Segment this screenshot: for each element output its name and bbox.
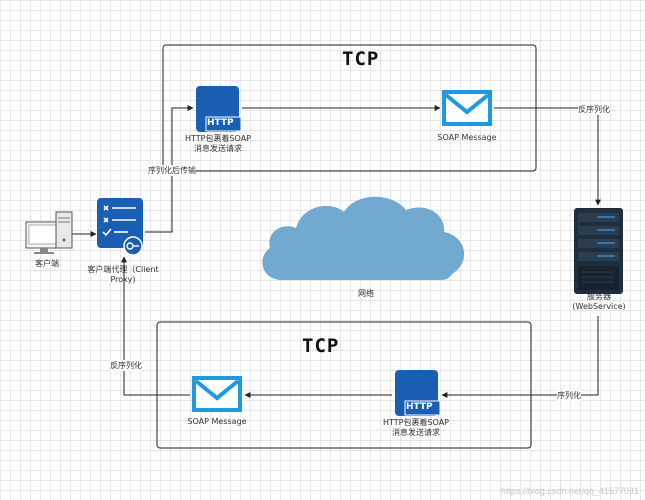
soap-to-proxy-arrow: [121, 256, 190, 396]
server-to-http-bottom-arrow: [441, 316, 599, 398]
serialize-bottom-label: 序列化: [557, 390, 581, 401]
http-badge-top: HTTP: [207, 118, 234, 128]
tcp-top-title: TCP: [342, 48, 380, 70]
http-top-label-line1: HTTP包裹着SOAP: [184, 134, 251, 143]
client-label: 客户端: [35, 259, 59, 268]
server-label: 服务器 (WebService): [563, 292, 635, 312]
server-icon: [574, 208, 623, 294]
tcp-bottom-box: [156, 321, 532, 449]
cloud-icon: [262, 196, 465, 280]
serialize-send-label: 序列化后传输: [148, 165, 196, 176]
http-top-label-line2: 消息发送请求: [194, 144, 242, 153]
tcp-bottom-title: TCP: [302, 335, 340, 357]
server-label-line2: (WebService): [572, 302, 626, 311]
server-label-line1: 服务器: [587, 292, 611, 301]
client-proxy-icon: [97, 198, 143, 256]
proxy-label: 客户端代理（Client Proxy): [80, 265, 166, 285]
http-top-label: HTTP包裹着SOAP 消息发送请求: [168, 134, 268, 154]
http-badge-bottom: HTTP: [406, 402, 433, 412]
deserialize-left-label: 反序列化: [110, 360, 142, 371]
http-bottom-label: HTTP包裹着SOAP 消息发送请求: [366, 418, 466, 438]
computer-icon: [25, 211, 73, 254]
proxy-label-line1: 客户端代理（Client: [87, 265, 159, 274]
soap-bottom-label: SOAP Message: [187, 417, 247, 426]
http-bottom-label-line2: 消息发送请求: [392, 428, 440, 437]
soap-top-label: SOAP Message: [437, 133, 497, 142]
network-label: 网络: [358, 289, 374, 298]
envelope-icon: [442, 90, 492, 126]
watermark: https://blog.csdn.net/qq_41577031: [500, 486, 639, 496]
envelope-icon: [192, 376, 242, 412]
http-document-icon: [196, 86, 242, 132]
proxy-label-line2: Proxy): [110, 275, 136, 284]
soap-to-server-arrow: [494, 107, 601, 206]
deserialize-top-label: 反序列化: [578, 104, 610, 115]
http-document-icon: [395, 370, 441, 416]
http-bottom-label-line1: HTTP包裹着SOAP: [382, 418, 449, 427]
